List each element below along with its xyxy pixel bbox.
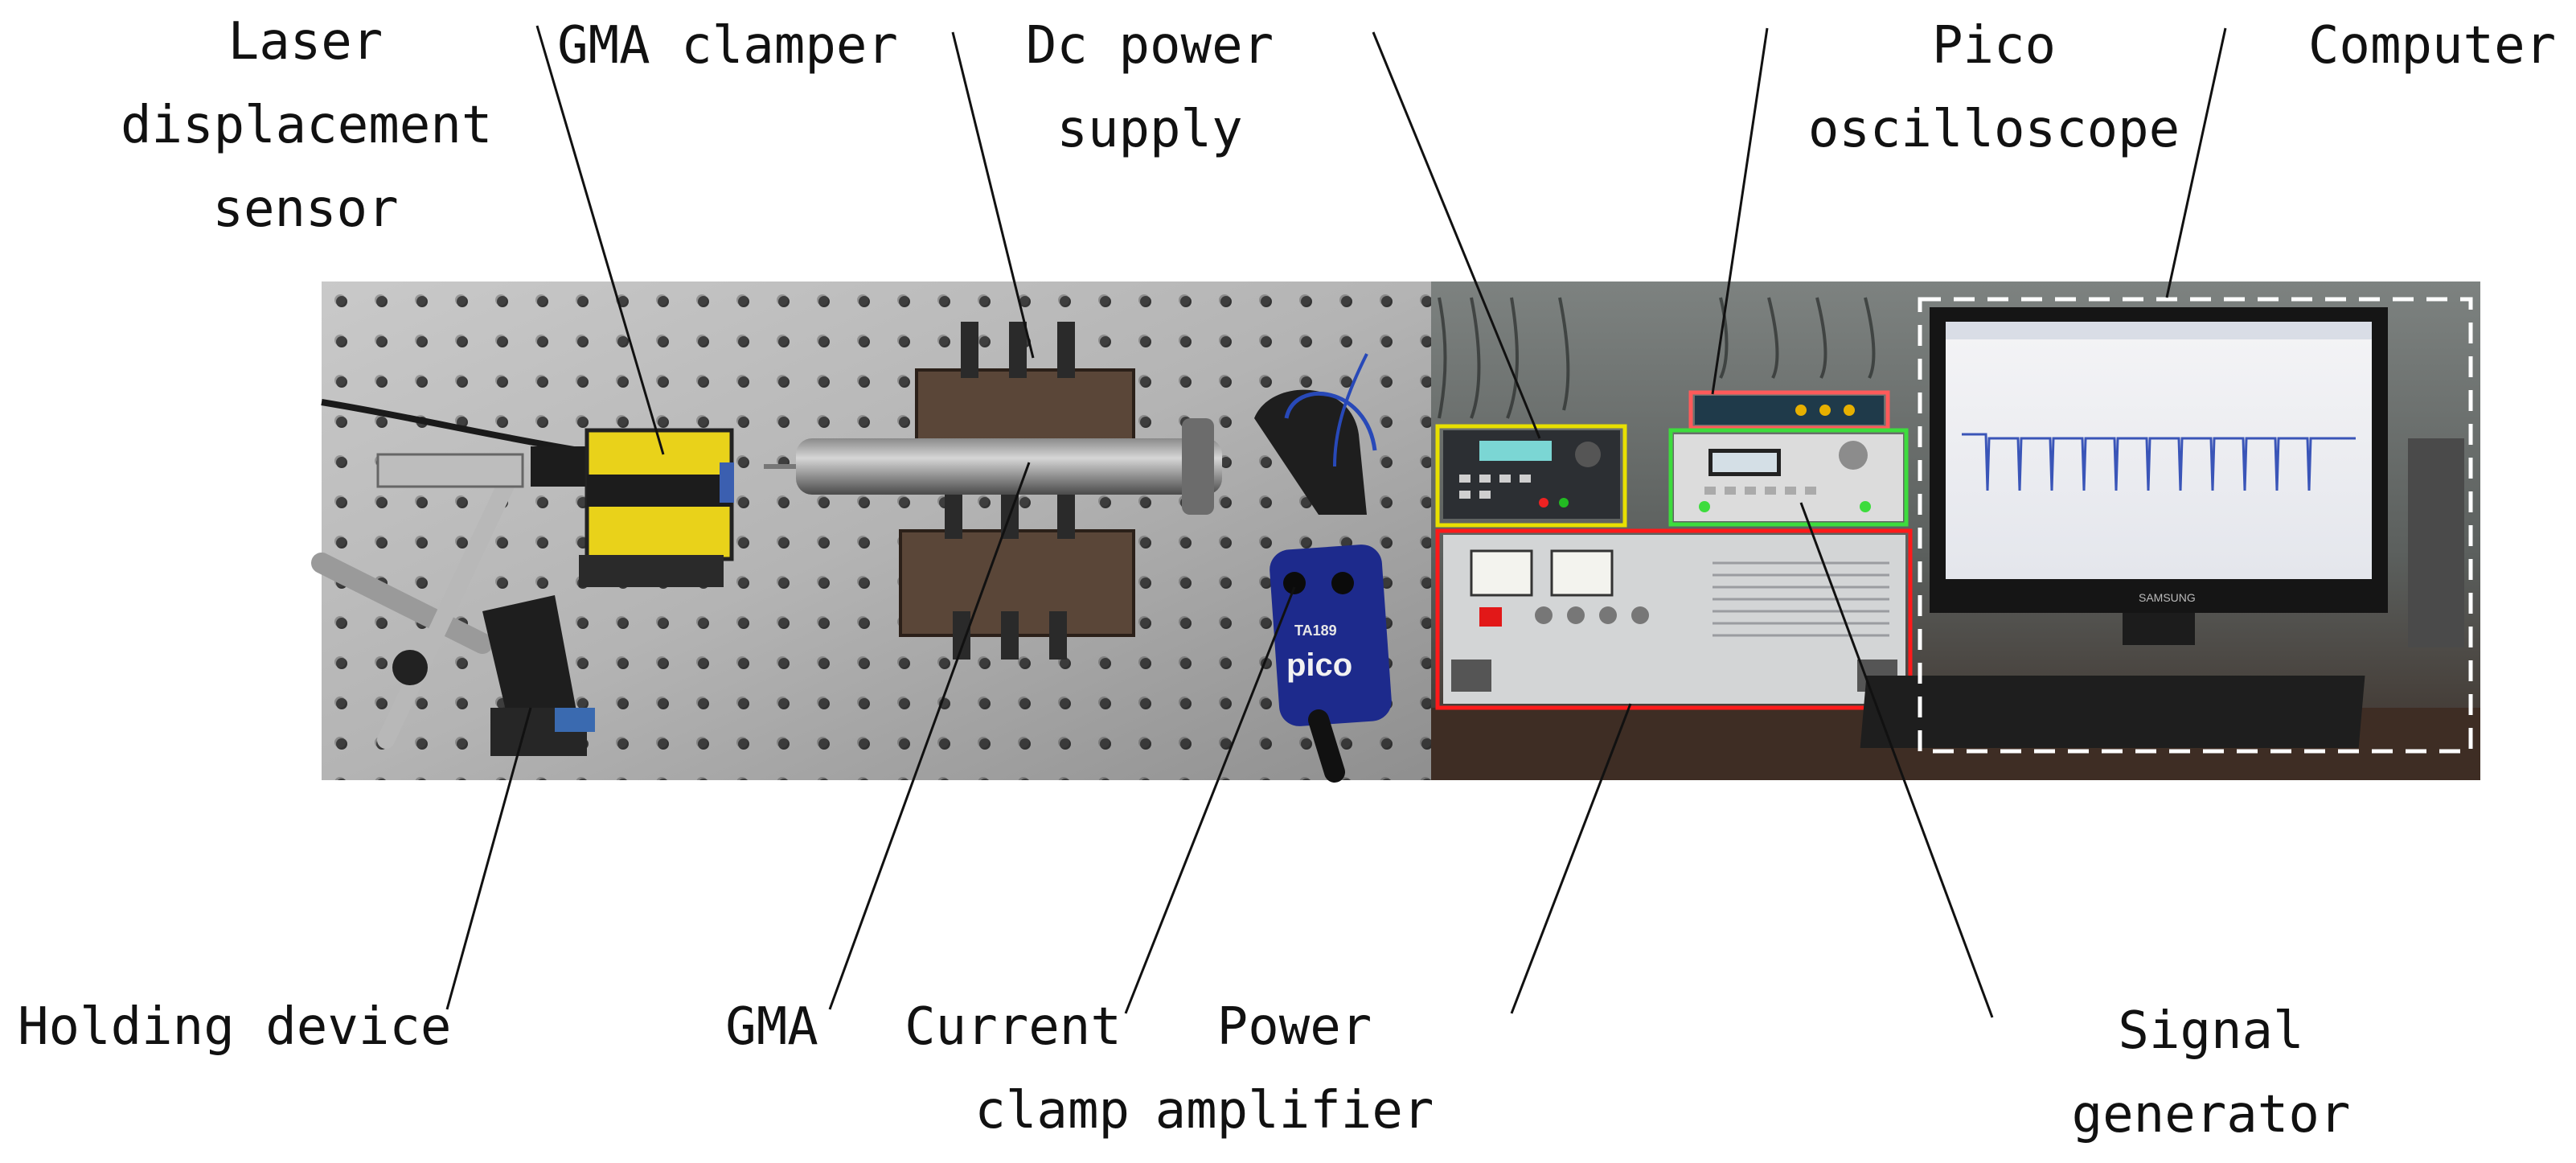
leader-computer [2165,27,2227,298]
computer-highlight [1918,297,2473,754]
label-dc-line-1: Dc power [1025,16,1274,76]
label-gma: GMA [708,985,836,1069]
dc-power-supply [1443,430,1620,519]
label-pico-line-2: oscilloscope [1807,100,2180,159]
leader-current-clamp [1124,586,1296,1014]
leader-gma [828,462,1031,1010]
label-laser-line-2: displacement [121,96,493,155]
label-laser-line-3: sensor [212,179,399,239]
pico-oscilloscope [1695,396,1884,425]
computer: SAMSUNG [1860,307,2464,748]
optical-table-photo: TA189 pico [311,282,1431,783]
power-amplifier [1443,535,1905,704]
signal-generator [1674,434,1903,521]
leader-signal-generator [1799,502,1994,1018]
leader-lines [445,25,2227,1018]
signal-generator-highlight [1668,428,1909,527]
label-clamp-line-1: Current [904,997,1122,1057]
gma-rod [764,418,1222,515]
label-current-clamp: Current clamp [896,985,1130,1153]
label-holding-device-text: Holding device [18,997,452,1057]
label-signal-line-1: Signal [2118,1001,2304,1061]
leader-dc-power-supply [951,31,1035,359]
label-computer: Computer [2299,4,2565,88]
label-amp-line-2: amplifier [1155,1081,1434,1140]
dc-power-supply-highlight [1435,424,1627,528]
leader-gma-clamper [535,25,665,455]
label-laser-displacement-sensor: Laser displacement sensor [121,0,493,251]
label-pico-line-1: Pico [1931,16,2057,76]
label-gma-text: GMA [725,997,818,1057]
label-holding-device: Holding device [18,985,468,1069]
holding-device [311,458,595,756]
laser-displacement-sensor [376,428,734,587]
label-pico-oscilloscope: Pico oscilloscope [1793,4,2195,171]
sensor-cable [321,399,580,454]
label-gma-clamper-text: GMA clamper [557,16,898,76]
clamp-model-text: TA189 [1294,623,1337,639]
label-dc-power-supply: Dc power supply [989,4,1311,171]
label-clamp-line-2: clamp [974,1081,1130,1140]
label-dc-line-2: supply [1056,100,1243,159]
label-signal-line-2: generator [2071,1085,2351,1145]
leader-power-amplifier [1510,703,1632,1014]
lab-bench-photo: SAMSUNG [1431,282,2480,780]
monitor-brand-text: SAMSUNG [2139,591,2196,604]
label-signal-generator: Signal generator [2058,989,2364,1157]
label-gma-clamper: GMA clamper [555,4,900,88]
clamp-brand-text: pico [1286,647,1352,683]
oscilloscope-trace [1962,433,2356,491]
label-laser-line-1: Laser [228,12,384,72]
leader-holding-device [445,707,532,1010]
power-amplifier-highlight [1435,528,1913,710]
pico-oscilloscope-highlight [1688,390,1890,430]
leader-laser-sensor [1372,31,1541,439]
current-clamp: TA189 pico [1254,353,1392,783]
label-amp-line-1: Power [1216,997,1372,1057]
label-computer-text: Computer [2307,16,2557,76]
leader-pico-oscilloscope [1711,27,1769,395]
label-power-amplifier: Power amplifier [1146,985,1443,1153]
